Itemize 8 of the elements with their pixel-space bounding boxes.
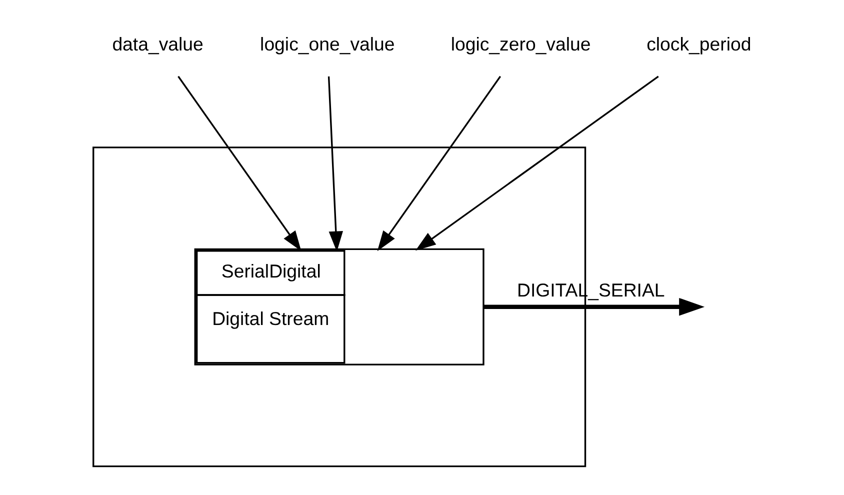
node-text: clock_period <box>646 33 752 54</box>
arrow <box>178 76 302 252</box>
arrow <box>415 76 659 251</box>
node-text: logic_one_value <box>260 33 395 54</box>
arrow <box>377 76 502 252</box>
node-text: data_value <box>112 33 204 54</box>
node-text: logic_zero_value <box>450 33 591 54</box>
arrow <box>484 298 705 316</box>
